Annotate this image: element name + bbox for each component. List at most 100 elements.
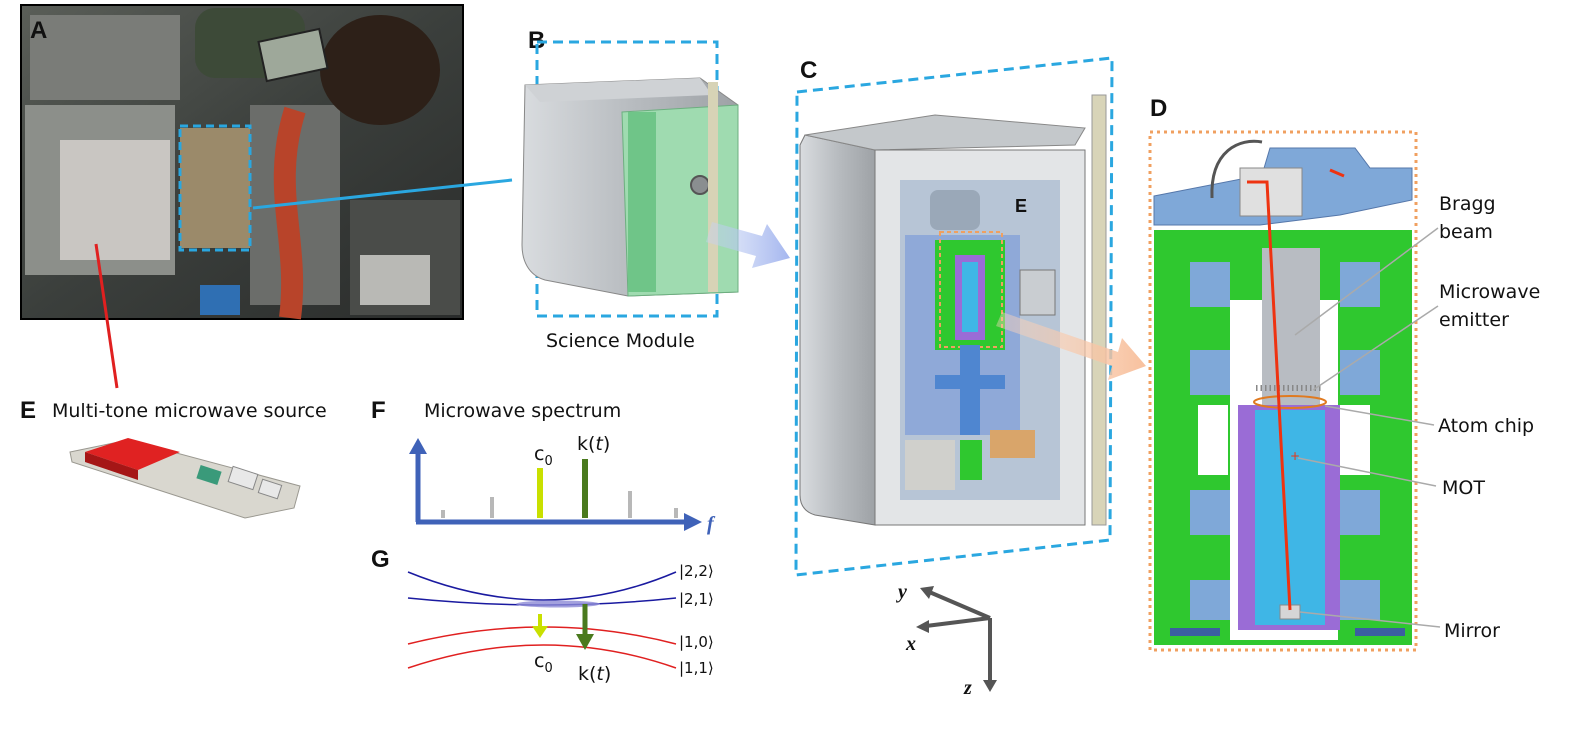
label-mot: MOT bbox=[1442, 477, 1485, 499]
spectrum-axis-label: f bbox=[707, 513, 716, 535]
connector-a-to-b bbox=[252, 178, 513, 210]
panel-letter-g: G bbox=[371, 546, 390, 573]
photo-red-hose bbox=[273, 106, 306, 320]
levels-k-label: k(t) bbox=[578, 663, 611, 685]
level-11-curve bbox=[407, 644, 677, 669]
panel-c-inset-letter: E bbox=[1015, 196, 1027, 216]
axis-y-head bbox=[920, 586, 934, 599]
housing-left-wall bbox=[799, 134, 876, 526]
panel-letter-d: D bbox=[1150, 95, 1167, 122]
d-block-5 bbox=[1190, 490, 1230, 535]
d-bragg-beam bbox=[1247, 180, 1292, 611]
photo-cables bbox=[30, 15, 180, 100]
label-microwave-2: emitter bbox=[1439, 309, 1509, 331]
internal-cyan-core bbox=[962, 262, 978, 332]
levels-c0-label: c0 bbox=[534, 650, 553, 676]
axes-3d: y x z bbox=[896, 581, 997, 699]
photo-module-highlight bbox=[178, 124, 252, 252]
photo-white-box bbox=[360, 255, 430, 305]
d-block-4 bbox=[1340, 350, 1380, 395]
level-22-label: |2,2⟩ bbox=[679, 562, 714, 580]
science-module-caption: Science Module bbox=[546, 330, 695, 352]
d-mot-marker: + bbox=[1290, 449, 1300, 463]
arrow-c-to-d bbox=[996, 312, 1146, 380]
d-block-2 bbox=[1340, 262, 1380, 307]
panel-f: F Microwave spectrum c0 k(t) f bbox=[371, 397, 716, 535]
axis-x-head bbox=[916, 620, 929, 633]
science-module-strip bbox=[628, 112, 656, 292]
panel-c-frame bbox=[794, 56, 1114, 577]
multi-tone-caption: Multi-tone microwave source bbox=[52, 400, 327, 422]
level-22-curve bbox=[407, 571, 677, 601]
panel-letter-a: A bbox=[30, 17, 47, 44]
internal-inset-box bbox=[939, 231, 1003, 348]
d-block-8 bbox=[1340, 580, 1380, 620]
d-right-slot bbox=[1340, 405, 1370, 475]
d-block-1 bbox=[1190, 262, 1230, 307]
internal-top-cylinder bbox=[930, 190, 980, 230]
photo-bags bbox=[60, 140, 170, 260]
panel-letter-c: C bbox=[800, 57, 817, 84]
axis-x-line bbox=[925, 616, 991, 628]
internal-cross-h bbox=[935, 375, 1005, 389]
d-base-left bbox=[1170, 628, 1220, 636]
spectrum-caption: Microwave spectrum bbox=[424, 400, 621, 422]
c0-transition-head bbox=[532, 626, 548, 638]
axis-x-label: x bbox=[905, 633, 916, 655]
spectrum-plot bbox=[409, 438, 702, 531]
housing-top bbox=[804, 114, 1086, 151]
source-chip-2 bbox=[227, 465, 259, 491]
source-chip-1 bbox=[196, 464, 222, 486]
photo-tablet bbox=[257, 27, 329, 83]
label-microwave-1: Microwave bbox=[1439, 281, 1540, 303]
spectrum-c0-label: c0 bbox=[534, 443, 553, 469]
panel-b: B Science Module bbox=[521, 27, 739, 352]
source-red-box-side bbox=[85, 452, 138, 480]
level-21-label: |2,1⟩ bbox=[679, 590, 714, 608]
k-transition-head bbox=[576, 634, 594, 650]
photo-astronaut-hair bbox=[320, 15, 440, 125]
photo-gold-panel bbox=[180, 128, 250, 248]
housing-flange bbox=[1091, 94, 1107, 526]
panel-c: C E bbox=[794, 56, 1114, 577]
connector-a-to-e bbox=[94, 243, 119, 389]
callout-mirror bbox=[1299, 611, 1441, 628]
science-module-top bbox=[525, 78, 712, 102]
label-mirror: Mirror bbox=[1444, 620, 1500, 642]
d-block-6 bbox=[1340, 490, 1380, 535]
panel-g: G |2,2⟩ |2,1⟩ |1,0⟩ |1,1⟩ c0 k(t) bbox=[371, 546, 714, 685]
d-left-slot bbox=[1198, 405, 1228, 475]
axis-z-label: z bbox=[963, 677, 972, 699]
panel-d: D + bbox=[1148, 95, 1540, 652]
label-bragg-1: Bragg bbox=[1439, 193, 1496, 215]
d-laser-short bbox=[1329, 168, 1345, 178]
level-11-label: |1,1⟩ bbox=[679, 659, 714, 677]
level-10-label: |1,0⟩ bbox=[679, 633, 714, 651]
spectrum-y-arrowhead bbox=[409, 438, 427, 454]
d-atom-chip-ring bbox=[1253, 395, 1327, 409]
source-red-box bbox=[85, 438, 180, 470]
internal-lower-green bbox=[960, 440, 982, 480]
label-atom-chip: Atom chip bbox=[1438, 415, 1534, 437]
internal-gold-part bbox=[990, 430, 1035, 458]
axis-z-head bbox=[983, 680, 997, 692]
axis-y-line bbox=[926, 589, 991, 620]
d-block-7 bbox=[1190, 580, 1230, 620]
source-chip-3 bbox=[257, 478, 283, 500]
panel-a: A bbox=[20, 4, 464, 320]
axis-y-label: y bbox=[896, 581, 907, 603]
spectrum-x-arrowhead bbox=[684, 513, 702, 531]
callout-atom-chip bbox=[1324, 405, 1435, 426]
internal-lower-metal bbox=[905, 440, 955, 490]
panel-e: E Multi-tone microwave source bbox=[20, 397, 327, 519]
science-module-flange bbox=[708, 82, 718, 292]
d-laser-housing bbox=[1239, 167, 1303, 217]
atom-cloud bbox=[516, 600, 600, 608]
panel-letter-f: F bbox=[371, 397, 386, 424]
levels-plot bbox=[407, 571, 677, 669]
callout-bragg bbox=[1294, 227, 1439, 336]
d-cable bbox=[1210, 139, 1263, 199]
label-bragg-2: beam bbox=[1439, 221, 1493, 243]
d-base-right bbox=[1355, 628, 1405, 636]
